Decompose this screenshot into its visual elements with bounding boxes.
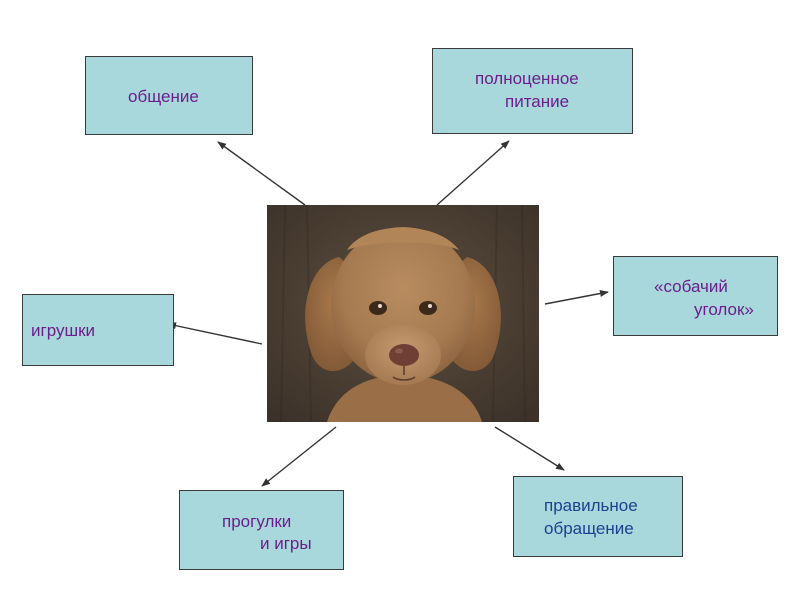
node-obrashchenie: правильное обращение xyxy=(513,476,683,557)
puppy-photo xyxy=(267,205,539,422)
node-igrushki: игрушки xyxy=(22,294,174,366)
node-progulki-line2: и игры xyxy=(260,533,312,555)
node-obshchenie-label: общение xyxy=(128,86,199,108)
arrow-to-obshchenie xyxy=(218,142,305,205)
node-ugolok: «собачий уголок» xyxy=(613,256,778,336)
node-pitanie-line2: питание xyxy=(505,91,569,113)
node-ugolok-line2: уголок» xyxy=(694,299,754,321)
node-obrashchenie-line2: обращение xyxy=(544,518,634,540)
node-progulki: прогулки и игры xyxy=(179,490,344,570)
node-ugolok-line1: «собачий xyxy=(654,276,728,298)
arrow-to-pitanie xyxy=(437,141,509,205)
arrow-to-igrushki xyxy=(168,324,262,344)
node-igrushki-label: игрушки xyxy=(31,320,95,342)
arrow-to-ugolok xyxy=(545,292,608,304)
node-pitanie: полноценное питание xyxy=(432,48,633,134)
node-pitanie-line1: полноценное xyxy=(475,68,579,90)
arrow-to-obrashchenie xyxy=(495,427,564,470)
node-obshchenie: общение xyxy=(85,56,253,135)
node-obrashchenie-line1: правильное xyxy=(544,495,638,517)
arrow-to-progulki xyxy=(262,427,336,486)
node-progulki-line1: прогулки xyxy=(222,511,291,533)
